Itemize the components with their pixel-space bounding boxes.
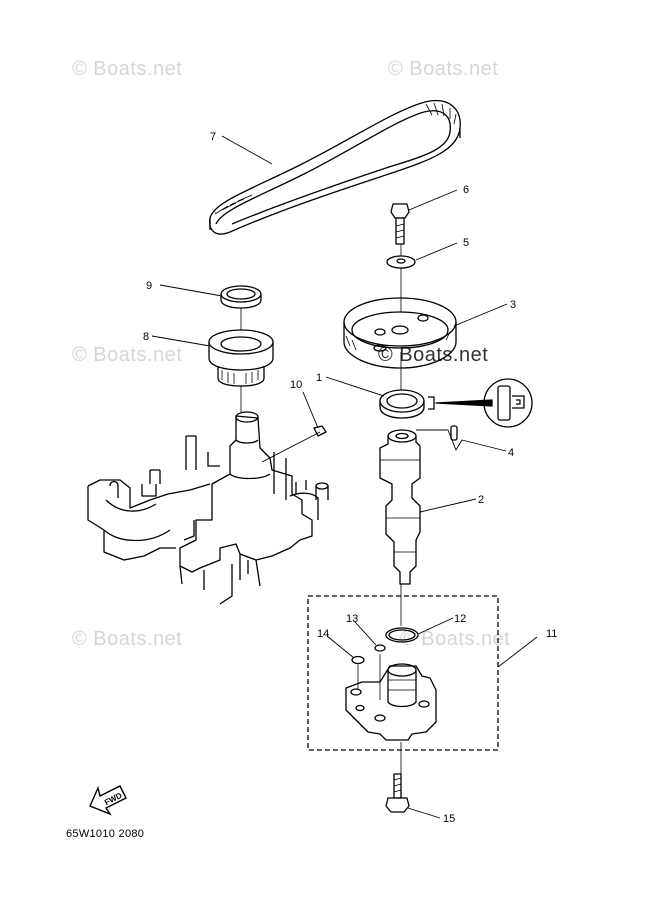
o-ring-12[interactable]: [385, 627, 419, 643]
callout-15: 15: [443, 813, 455, 825]
detail-magnifier-icon: [483, 378, 533, 428]
watermark: © Boats.net: [72, 58, 183, 80]
oil-pump-assembly-box: [307, 595, 499, 751]
callout-10: 10: [290, 379, 302, 391]
pulley-3[interactable]: [343, 297, 457, 369]
seal-ring-9[interactable]: [220, 285, 262, 309]
watermark: © Boats.net: [400, 628, 511, 650]
dowel-pin-4[interactable]: [450, 425, 458, 441]
watermark: © Boats.net: [388, 58, 499, 80]
leader-lines: [151, 135, 538, 819]
callout-9: 9: [146, 280, 152, 292]
watermark: © Boats.net: [72, 628, 183, 650]
oil-seal-1[interactable]: [379, 389, 425, 419]
watermark: © Boats.net: [72, 344, 183, 366]
callout-13: 13: [346, 613, 358, 625]
bolt-6[interactable]: [390, 203, 410, 245]
crankcase: [87, 411, 329, 605]
camshaft-2[interactable]: [379, 429, 421, 585]
callout-2: 2: [478, 494, 484, 506]
callout-5: 5: [463, 237, 469, 249]
callout-7: 7: [210, 131, 216, 143]
callout-11: 11: [546, 628, 557, 640]
callout-14: 14: [317, 628, 329, 640]
callout-4: 4: [508, 447, 514, 459]
timing-belt[interactable]: [209, 100, 461, 235]
o-ring-13[interactable]: [374, 644, 386, 652]
watermark: © Boats.net: [378, 344, 489, 366]
callout-3: 3: [510, 299, 516, 311]
callout-1: 1: [316, 372, 322, 384]
washer-5[interactable]: [386, 255, 416, 269]
callout-6: 6: [463, 184, 469, 196]
callout-12: 12: [454, 613, 466, 625]
detail-pointer: [435, 399, 493, 407]
fwd-arrow-icon: FWD: [89, 785, 127, 816]
bolt-15[interactable]: [385, 773, 410, 813]
bushing-8[interactable]: [208, 329, 274, 387]
detail-bracket: [428, 396, 435, 410]
diagram-code: 65W1010 2080: [66, 828, 145, 840]
o-ring-14[interactable]: [351, 655, 365, 665]
oil-pump-body[interactable]: [345, 663, 437, 741]
axis-line: [357, 654, 381, 700]
callout-8: 8: [143, 331, 149, 343]
